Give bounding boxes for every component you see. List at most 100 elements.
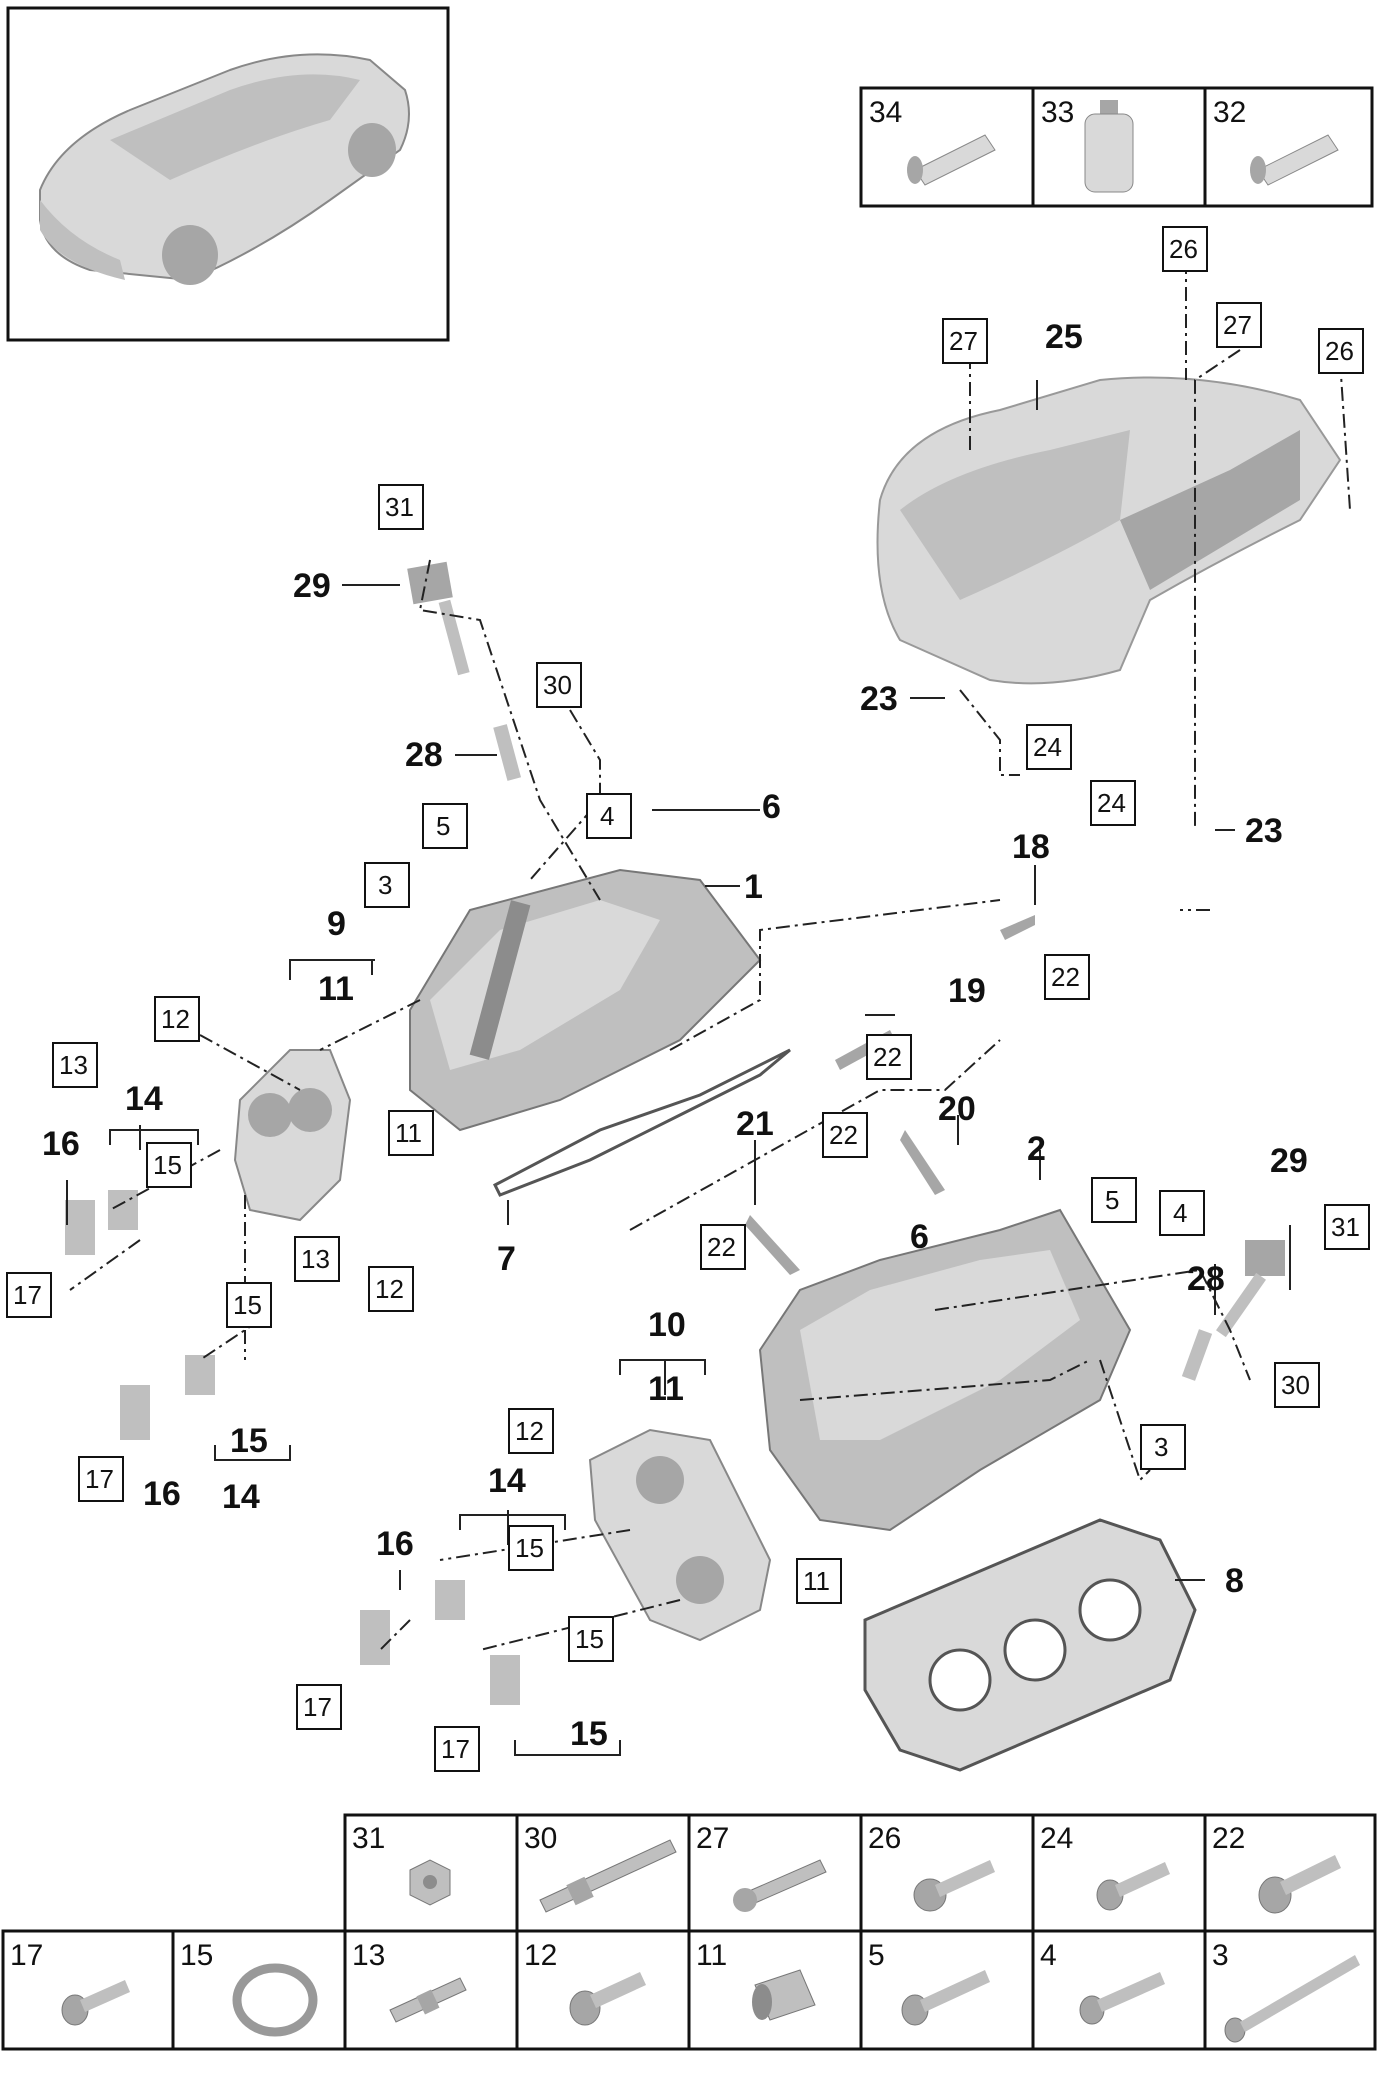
boxed-callouts: 3 3 4 4 5 5 11 11 12 12 12 13 13 15 15 1… xyxy=(6,226,1370,1772)
boxed-24-lower: 24 xyxy=(1090,780,1136,826)
svg-text:13: 13 xyxy=(301,1244,330,1274)
callout-18: 18 xyxy=(1012,828,1050,866)
callout-14-mid: 14 xyxy=(222,1478,260,1516)
svg-text:5: 5 xyxy=(436,811,450,841)
boxed-3: 3 xyxy=(364,862,410,908)
svg-text:15: 15 xyxy=(515,1533,544,1563)
table-cell-label: 15 xyxy=(180,1939,213,1972)
tube-icon xyxy=(907,134,996,186)
svg-text:24: 24 xyxy=(1097,788,1126,818)
socket-bolt-icon xyxy=(1258,1855,1341,1914)
svg-text:31: 31 xyxy=(385,492,414,522)
svg-text:11: 11 xyxy=(395,1118,422,1148)
stud-bolt-icon xyxy=(389,1977,467,2023)
table-cell-label: 5 xyxy=(868,1939,885,1972)
torx-bolt-icon xyxy=(1079,1972,1165,2025)
boxed-3-lower: 3 xyxy=(1140,1424,1186,1470)
svg-text:11: 11 xyxy=(803,1566,830,1596)
consumables-table: 34 33 32 xyxy=(859,86,1374,208)
callout-29: 29 xyxy=(293,567,331,605)
torx-bolt-icon xyxy=(1096,1862,1170,1911)
camshaft-housing-upper xyxy=(233,1049,352,1222)
fasteners-table: 31 30 27 26 24 22 17 xyxy=(1,1813,1377,2051)
boxed-15-bottom: 15 xyxy=(568,1616,614,1662)
callout-7: 7 xyxy=(497,1240,516,1278)
boxed-31: 31 xyxy=(378,484,424,530)
boxed-15: 15 xyxy=(146,1142,192,1188)
callout-9: 9 xyxy=(327,905,346,943)
stud-bolt-icon xyxy=(733,1859,827,1912)
svg-text:17: 17 xyxy=(85,1464,114,1494)
cylinder-head-upper xyxy=(409,868,762,1132)
group-brackets xyxy=(109,959,706,1756)
table-cell-label: 24 xyxy=(1040,1822,1073,1855)
spark-plug-upper xyxy=(493,724,522,781)
svg-text:17: 17 xyxy=(303,1692,332,1722)
svg-text:24: 24 xyxy=(1033,732,1062,762)
boxed-5: 5 xyxy=(422,803,468,849)
callout-23: 23 xyxy=(860,680,898,718)
brackets xyxy=(745,915,1035,1275)
bottle-icon xyxy=(1084,100,1134,193)
callout-2: 2 xyxy=(1027,1130,1046,1168)
dashed-lines xyxy=(69,260,1351,1651)
svg-text:13: 13 xyxy=(59,1050,88,1080)
callout-11-lower: 11 xyxy=(648,1370,684,1408)
long-bolt-icon xyxy=(1224,1955,1360,2043)
svg-text:27: 27 xyxy=(1223,310,1252,340)
boxed-24: 24 xyxy=(1026,724,1072,770)
boxed-12-mid: 12 xyxy=(368,1266,414,1312)
svg-text:26: 26 xyxy=(1325,336,1354,366)
boxed-11: 11 xyxy=(388,1110,434,1156)
gasket-7 xyxy=(493,1048,791,1197)
table-cell-label: 26 xyxy=(868,1822,901,1855)
boxed-17: 17 xyxy=(6,1272,52,1318)
long-stud-icon xyxy=(539,1839,677,1913)
table-cell-label: 30 xyxy=(524,1822,557,1855)
boxed-15-mid: 15 xyxy=(226,1282,272,1328)
table-cell-label: 4 xyxy=(1040,1939,1057,1972)
boxed-26-right: 26 xyxy=(1318,328,1364,374)
boxed-15-lower: 15 xyxy=(508,1525,554,1571)
torx-bolt-icon xyxy=(61,1980,130,2026)
socket-bolt-icon xyxy=(569,1972,646,2026)
table-cell-label: 22 xyxy=(1212,1822,1245,1855)
ignition-coil-lower xyxy=(1216,1240,1285,1338)
callout-20: 20 xyxy=(938,1090,976,1128)
table-cell-label: 11 xyxy=(696,1939,727,1972)
table-cell-label: 17 xyxy=(10,1939,43,1972)
boxed-22-d: 22 xyxy=(700,1224,746,1270)
vehicle-thumbnail xyxy=(6,6,450,342)
boxed-22: 22 xyxy=(1044,954,1090,1000)
table-cell-label: 34 xyxy=(869,96,902,129)
callout-29-lower: 29 xyxy=(1270,1142,1308,1180)
boxed-31-lower: 31 xyxy=(1324,1204,1370,1250)
svg-text:30: 30 xyxy=(1281,1370,1310,1400)
boxed-12: 12 xyxy=(154,996,200,1042)
svg-text:12: 12 xyxy=(515,1416,544,1446)
svg-text:3: 3 xyxy=(378,870,392,900)
hex-nut-icon xyxy=(409,1859,451,1906)
svg-text:5: 5 xyxy=(1105,1185,1119,1215)
callout-15-lower: 15 xyxy=(570,1715,608,1753)
callout-28-lower: 28 xyxy=(1187,1260,1225,1298)
svg-text:30: 30 xyxy=(543,670,572,700)
svg-text:27: 27 xyxy=(949,326,978,356)
svg-text:31: 31 xyxy=(1331,1212,1360,1242)
boxed-13-lower: 13 xyxy=(294,1236,340,1282)
boxed-22-b: 22 xyxy=(866,1034,912,1080)
callout-10: 10 xyxy=(648,1306,686,1344)
boxed-17-lower: 17 xyxy=(296,1684,342,1730)
svg-text:22: 22 xyxy=(1051,962,1080,992)
callout-8: 8 xyxy=(1225,1562,1244,1600)
table-cell-label: 3 xyxy=(1212,1939,1229,1972)
boxed-27: 27 xyxy=(942,318,988,364)
callout-28: 28 xyxy=(405,736,443,774)
callout-16: 16 xyxy=(42,1125,80,1163)
dowel-sleeve-icon xyxy=(752,1969,816,2021)
svg-text:12: 12 xyxy=(375,1274,404,1304)
torx-bolt-icon xyxy=(901,1970,990,2026)
svg-text:17: 17 xyxy=(441,1734,470,1764)
callout-15: 15 xyxy=(230,1422,268,1460)
table-cell-label: 33 xyxy=(1041,96,1074,129)
